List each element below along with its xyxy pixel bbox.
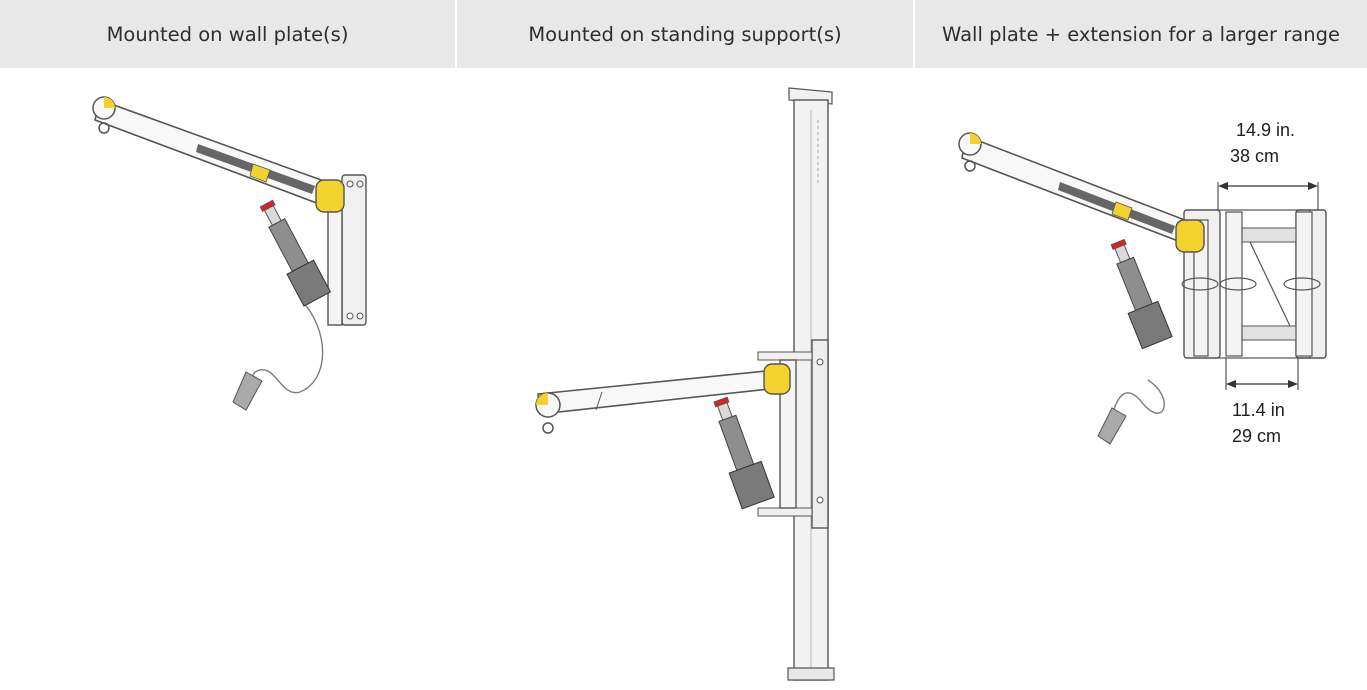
actuator: [713, 396, 775, 510]
dimension-top-inches: 14.9 in.: [1236, 120, 1295, 140]
arrow-right-icon: [1308, 182, 1318, 190]
wall-plate-lift-illustration: [92, 96, 367, 411]
column-header-wall-plate: Mounted on wall plate(s): [106, 22, 349, 46]
arrow-left-icon: [1226, 380, 1236, 388]
extension-post: [1225, 211, 1243, 357]
column-header-extension: Wall plate + extension for a larger rang…: [942, 22, 1340, 46]
hook-eye: [98, 122, 110, 134]
standing-support-lift-illustration: [535, 87, 835, 681]
mast: [1193, 219, 1209, 357]
arrow-left-icon: [1218, 182, 1228, 190]
dimension-bottom-cm: 29 cm: [1232, 426, 1281, 446]
mast: [779, 359, 797, 509]
hand-control-icon: [1097, 407, 1127, 445]
actuator: [259, 199, 332, 307]
cable: [1111, 379, 1165, 416]
hook-eye: [964, 160, 976, 172]
dimension-top-cm: 38 cm: [1230, 146, 1279, 166]
hand-control-icon: [232, 371, 263, 411]
rotation-arrow-icon: [1219, 277, 1257, 291]
header-bar: Mounted on wall plate(s) Mounted on stan…: [0, 0, 1367, 68]
rotation-arrow-icon: [1283, 277, 1321, 291]
pole-foot: [787, 667, 835, 681]
column-header-standing-support: Mounted on standing support(s): [455, 0, 915, 68]
actuator: [1110, 238, 1173, 350]
standing-support-figure: [457, 68, 913, 690]
yellow-joint: [763, 363, 791, 395]
extension-figure: 14.9 in. 38 cm 11.4 in 29 cm: [915, 68, 1367, 690]
dimension-bottom-inches: 11.4 in: [1232, 400, 1285, 420]
wall-plate-figure: [0, 68, 455, 690]
wall-plate: [341, 174, 367, 326]
mounting-plate: [811, 339, 829, 529]
hook-eye: [542, 422, 554, 434]
cable: [245, 299, 324, 394]
yellow-joint: [1175, 219, 1205, 253]
arrow-right-icon: [1288, 380, 1298, 388]
yellow-joint: [315, 179, 345, 213]
boom-arm: [537, 369, 779, 415]
extension-lift-illustration: 14.9 in. 38 cm 11.4 in 29 cm: [958, 120, 1327, 446]
rotation-arrow-icon: [1181, 277, 1219, 291]
